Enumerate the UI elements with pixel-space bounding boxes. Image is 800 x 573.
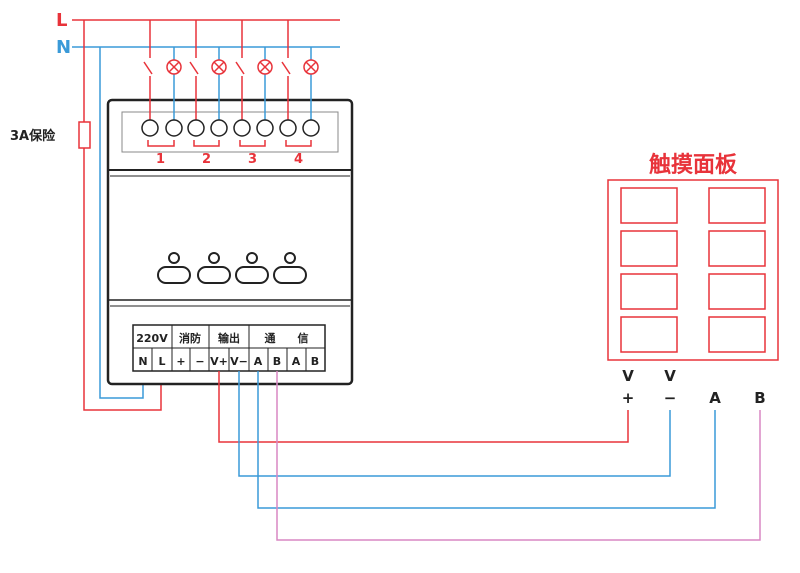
manual-button-3: [235, 266, 269, 284]
neutral-feed-wire: [99, 47, 144, 399]
live-feed-wire: [83, 20, 162, 411]
wire-b: [276, 371, 761, 541]
pin-n: N: [138, 355, 147, 368]
panel-key: [620, 273, 678, 310]
live-label: L: [56, 10, 67, 31]
panel-keys: [620, 187, 766, 353]
fuse-label: 3A保险: [10, 128, 56, 144]
indicator-led: [284, 252, 296, 264]
pin-l: L: [158, 355, 165, 368]
output-terminal-block: [121, 111, 339, 153]
group-220v: 220V: [136, 332, 168, 345]
pin-b-1: B: [273, 355, 281, 368]
neutral-label: N: [56, 37, 71, 58]
wire-v-minus: [238, 371, 671, 477]
channel-4-label: 4: [294, 152, 303, 167]
channel-2-label: 2: [202, 152, 211, 167]
wire-v-plus: [218, 371, 629, 443]
panel-pin-plus: +: [622, 389, 635, 407]
manual-button-1: [157, 266, 191, 284]
panel-key: [620, 230, 678, 267]
channel-1-label: 1: [156, 152, 165, 167]
output-channel-1: 1: [141, 20, 183, 167]
pin-a-1: A: [254, 355, 263, 368]
manual-buttons: [157, 252, 307, 284]
pin-b-2: B: [311, 355, 319, 368]
panel-key: [620, 187, 678, 224]
panel-pin-minus: −: [664, 389, 677, 407]
group-comm-1: 通: [265, 332, 276, 345]
pin-v-plus: V+: [210, 355, 228, 368]
output-channel-4: 4: [279, 20, 320, 167]
panel-title: 触摸面板: [649, 152, 738, 178]
panel-key: [708, 230, 766, 267]
panel-key: [708, 273, 766, 310]
indicator-led: [208, 252, 220, 264]
input-terminal-strip: 220V 消防 输出 通 信 N L + − V+ V− A B A B: [132, 324, 326, 372]
pin-fire-minus: −: [195, 355, 204, 368]
channel-3-label: 3: [248, 152, 257, 167]
panel-key: [620, 316, 678, 353]
wire-a: [257, 371, 716, 509]
output-channel-2: 2: [187, 20, 228, 167]
panel-key: [708, 316, 766, 353]
pin-a-2: A: [292, 355, 301, 368]
panel-key: [708, 187, 766, 224]
group-fire: 消防: [179, 331, 201, 345]
output-channel-3: 3: [233, 20, 274, 167]
group-output: 输出: [218, 331, 240, 345]
pin-fire-plus: +: [176, 355, 185, 368]
indicator-led: [246, 252, 258, 264]
panel-pin-v2: V: [664, 367, 676, 385]
pin-v-minus: V−: [230, 355, 248, 368]
manual-button-2: [197, 266, 231, 284]
panel-pin-b: B: [754, 389, 765, 407]
fuse-symbol: [78, 121, 91, 149]
group-comm-2: 信: [298, 331, 309, 345]
manual-button-4: [273, 266, 307, 284]
panel-pin-a: A: [709, 389, 721, 407]
indicator-led: [168, 252, 180, 264]
panel-pin-v1: V: [622, 367, 634, 385]
